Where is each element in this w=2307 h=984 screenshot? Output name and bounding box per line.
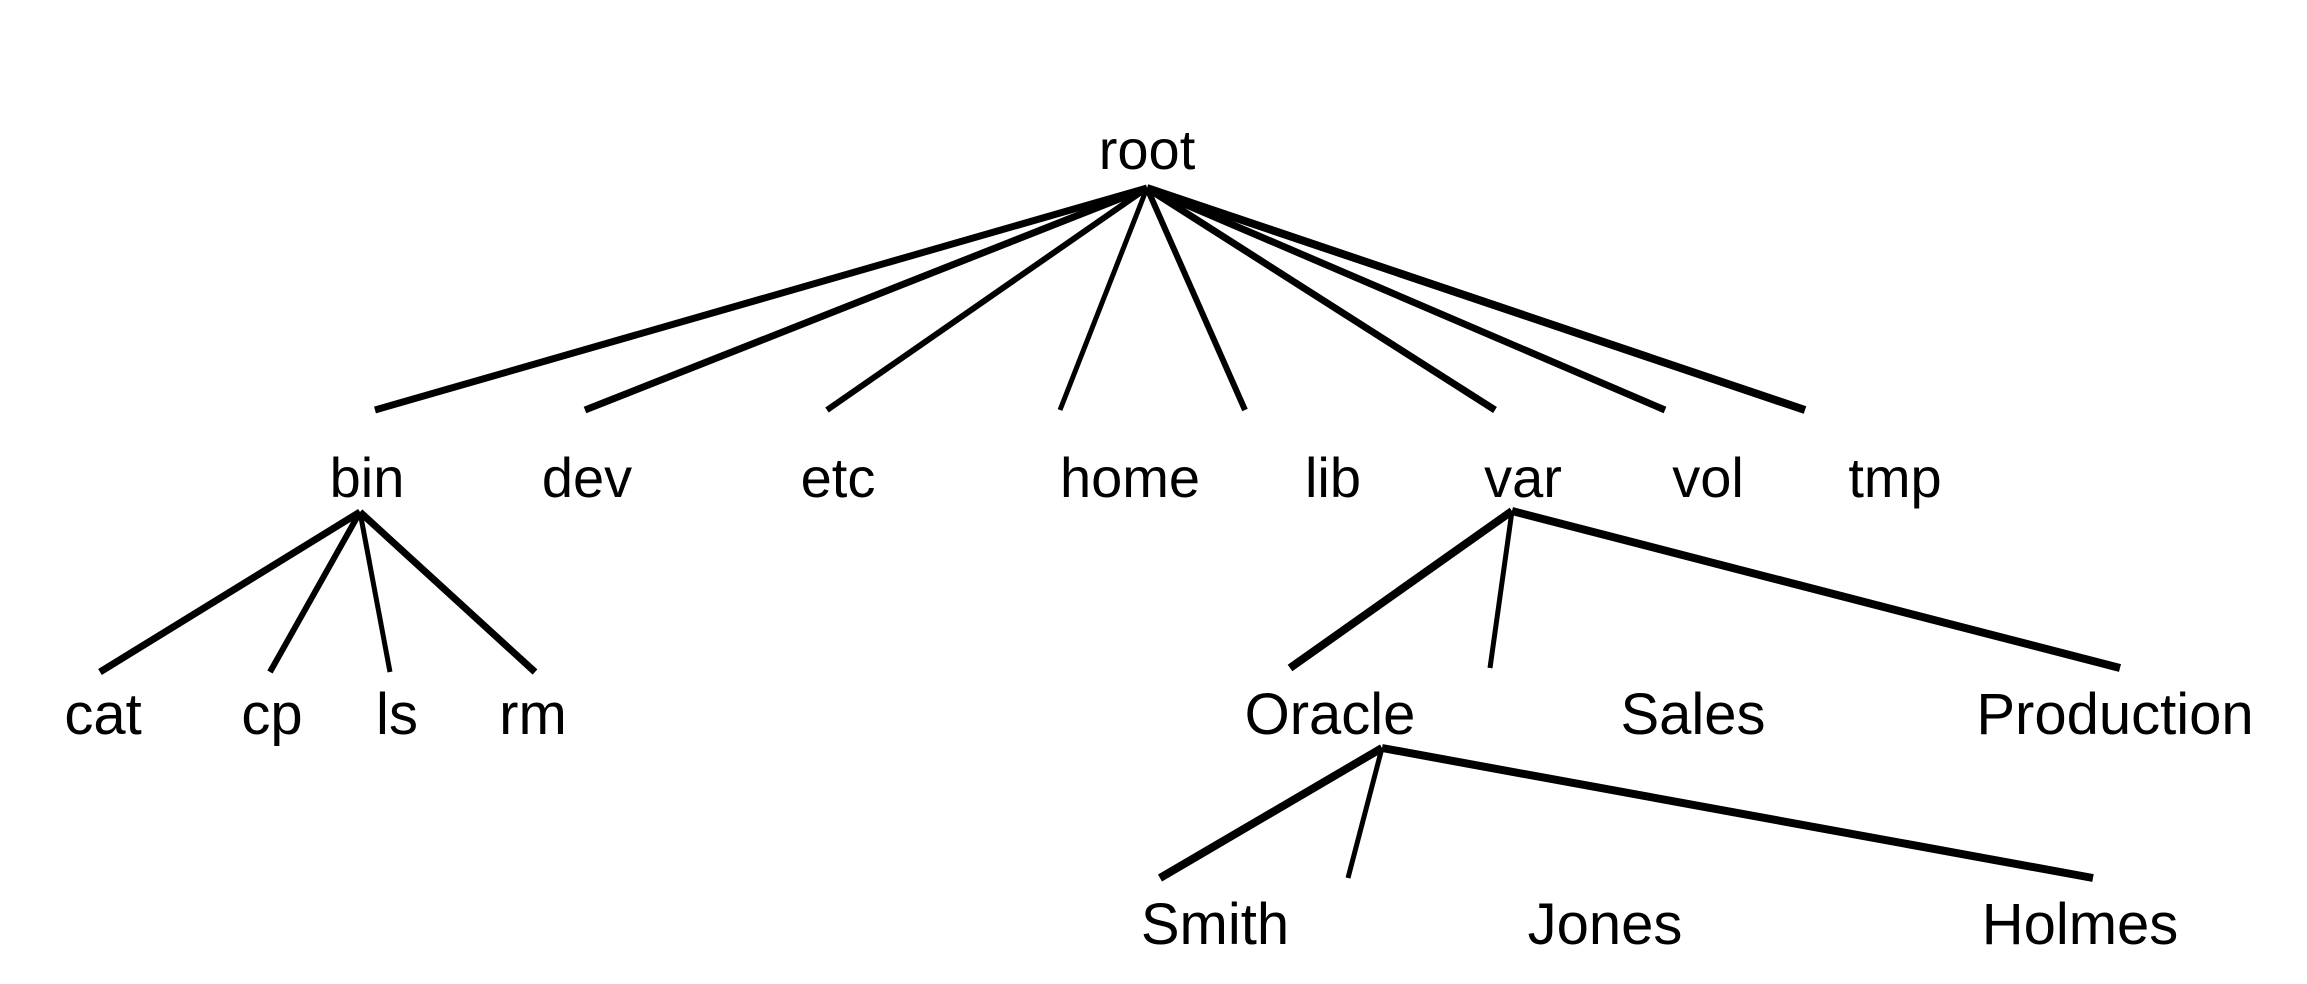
tree-edge-root-to-vol <box>1145 184 1667 414</box>
edge-group <box>98 184 2122 882</box>
tree-edge-vol-to-Oracle <box>1287 507 1515 672</box>
tree-node-home[interactable]: home <box>1059 446 1201 509</box>
tree-node-cp[interactable]: cp <box>241 682 303 747</box>
tree-edge-vol-to-Production <box>1510 507 2122 672</box>
tree-edge-bin-to-ls <box>357 511 393 673</box>
tree-edge-root-to-home <box>1057 187 1150 411</box>
tree-node-Smith[interactable]: Smith <box>1140 892 1290 957</box>
tree-node-etc[interactable]: etc <box>800 446 876 509</box>
tree-node-bin[interactable]: bin <box>329 446 405 509</box>
tree-node-lib[interactable]: lib <box>1304 446 1362 509</box>
tree-node-Production[interactable]: Production <box>1976 682 2254 747</box>
tree-node-rm[interactable]: rm <box>499 682 567 747</box>
tree-edge-vol-to-Sales <box>1487 510 1515 669</box>
tree-edge-Sales-to-Jones <box>1345 747 1385 879</box>
tree-edge-root-to-etc <box>825 185 1149 413</box>
tree-edge-root-to-tmp <box>1145 184 1807 414</box>
tree-edge-root-to-dev <box>583 184 1149 414</box>
tree-node-var[interactable]: var <box>1484 446 1562 509</box>
tree-node-Oracle[interactable]: Oracle <box>1244 682 1416 747</box>
tree-edge-root-to-bin <box>374 184 1148 414</box>
tree-node-dev[interactable]: dev <box>541 446 633 509</box>
tree-node-tmp[interactable]: tmp <box>1848 446 1942 509</box>
tree-node-Holmes[interactable]: Holmes <box>1981 892 2179 957</box>
tree-edge-bin-to-cp <box>267 510 363 674</box>
tree-edge-root-to-lib <box>1144 186 1248 412</box>
tree-node-cat[interactable]: cat <box>64 682 142 747</box>
tree-edge-root-to-var <box>1145 185 1497 413</box>
tree-node-Sales[interactable]: Sales <box>1620 682 1766 747</box>
tree-node-Jones[interactable]: Jones <box>1527 892 1683 957</box>
tree-node-root[interactable]: root <box>1098 118 1196 181</box>
tree-edge-Sales-to-Smith <box>1157 744 1385 882</box>
tree-edge-Sales-to-Holmes <box>1381 744 2094 882</box>
tree-node-ls[interactable]: ls <box>376 682 418 747</box>
tree-edge-bin-to-rm <box>357 509 538 675</box>
tree-edge-bin-to-cat <box>98 509 362 675</box>
tree-node-vol[interactable]: vol <box>1672 446 1744 509</box>
